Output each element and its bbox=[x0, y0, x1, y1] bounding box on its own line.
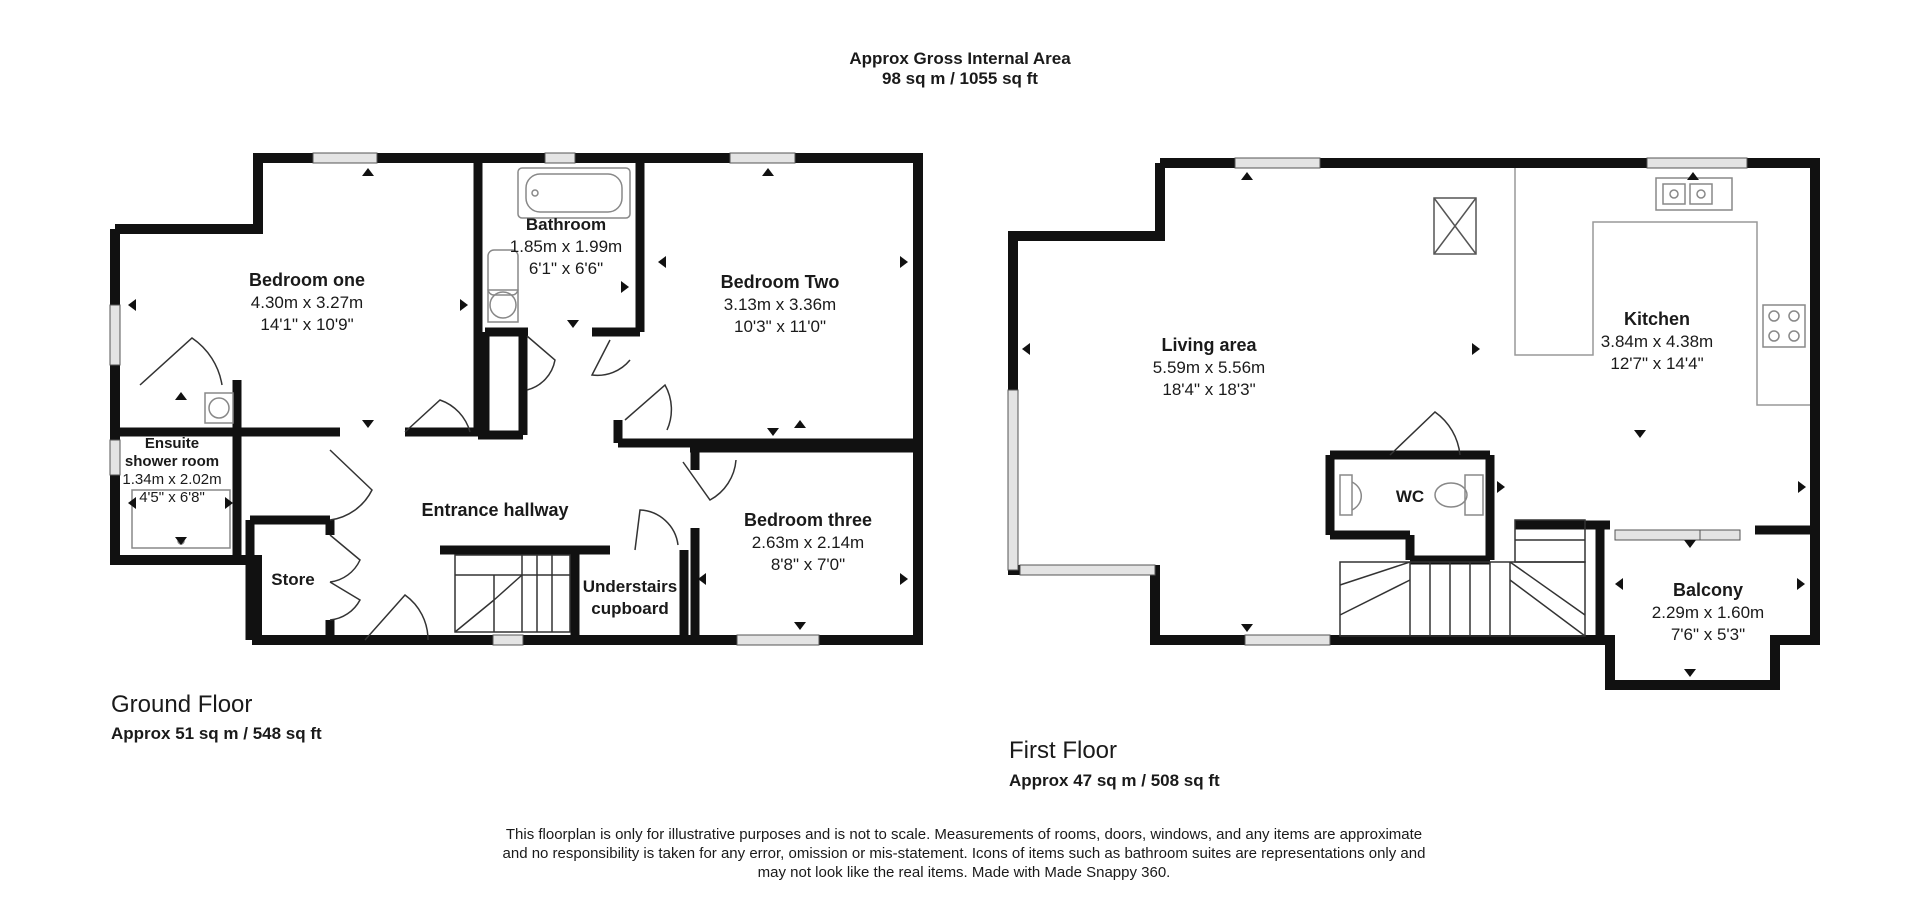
ground-floor-plan: Bedroom one 4.30m x 3.27m 14'1" x 10'9" … bbox=[109, 152, 923, 646]
ensuite-imperial: 4'5" x 6'8" bbox=[139, 489, 205, 506]
wc-name: WC bbox=[1396, 487, 1424, 506]
ground-floor-doors bbox=[139, 335, 737, 641]
first-floor-stairs bbox=[1339, 519, 1586, 637]
washbasin-icon bbox=[487, 249, 519, 323]
label-bedroom-one: Bedroom one 4.30m x 3.27m 14'1" x 10'9" bbox=[249, 270, 365, 334]
label-ensuite: Ensuite shower room 1.34m x 2.02m 4'5" x… bbox=[122, 435, 221, 506]
bedroom-three-imperial: 8'8" x 7'0" bbox=[771, 555, 845, 574]
bedroom-one-imperial: 14'1" x 10'9" bbox=[260, 315, 353, 334]
label-living-area: Living area 5.59m x 5.56m 18'4" x 18'3" bbox=[1153, 335, 1265, 399]
bathroom-metric: 1.85m x 1.99m bbox=[510, 237, 622, 256]
balcony-imperial: 7'6" x 5'3" bbox=[1671, 625, 1745, 644]
understairs-name-line1: Understairs bbox=[583, 577, 677, 596]
kitchen-counters bbox=[1514, 168, 1810, 406]
bedroom-three-name: Bedroom three bbox=[744, 510, 872, 530]
kitchen-metric: 3.84m x 4.38m bbox=[1601, 332, 1713, 351]
ground-floor-window-markers bbox=[128, 168, 908, 630]
entrance-hallway-name: Entrance hallway bbox=[421, 500, 568, 520]
first-floor-windows bbox=[1007, 157, 1748, 646]
balcony-metric: 2.29m x 1.60m bbox=[1652, 603, 1764, 622]
ensuite-metric: 1.34m x 2.02m bbox=[122, 471, 221, 488]
ground-floor-area: Approx 51 sq m / 548 sq ft bbox=[111, 724, 322, 743]
disclaimer-line2: and no responsibility is taken for any e… bbox=[503, 845, 1426, 862]
label-bedroom-three: Bedroom three 2.63m x 2.14m 8'8" x 7'0" bbox=[744, 510, 872, 574]
bedroom-three-metric: 2.63m x 2.14m bbox=[752, 533, 864, 552]
ensuite-name-line2: shower room bbox=[125, 453, 219, 470]
bedroom-one-name: Bedroom one bbox=[249, 270, 365, 290]
label-bedroom-two: Bedroom Two 3.13m x 3.36m 10'3" x 11'0" bbox=[721, 272, 840, 336]
kitchen-sink-icon bbox=[1655, 177, 1733, 211]
first-floor-outer-walls bbox=[1008, 158, 1820, 690]
bathroom-imperial: 6'1" x 6'6" bbox=[529, 259, 603, 278]
disclaimer-line3: may not look like the real items. Made w… bbox=[758, 864, 1171, 881]
living-area-name: Living area bbox=[1161, 335, 1257, 355]
label-understairs: Understairs cupboard bbox=[583, 577, 677, 618]
bedroom-two-name: Bedroom Two bbox=[721, 272, 840, 292]
ground-floor-outer-walls bbox=[110, 153, 923, 645]
disclaimer: This floorplan is only for illustrative … bbox=[503, 826, 1426, 881]
understairs-name-line2: cupboard bbox=[591, 599, 668, 618]
bathroom-name: Bathroom bbox=[526, 215, 606, 234]
balcony-name: Balcony bbox=[1673, 580, 1743, 600]
bedroom-two-metric: 3.13m x 3.36m bbox=[724, 295, 836, 314]
hob-icon bbox=[1762, 304, 1806, 348]
label-balcony: Balcony 2.29m x 1.60m 7'6" x 5'3" bbox=[1652, 580, 1764, 644]
label-bathroom: Bathroom 1.85m x 1.99m 6'1" x 6'6" bbox=[510, 215, 622, 278]
wc-toilet-icon bbox=[1434, 474, 1484, 516]
ground-floor-windows bbox=[109, 152, 820, 646]
first-floor-doors bbox=[1389, 411, 1700, 536]
first-floor-plan: Living area 5.59m x 5.56m 18'4" x 18'3" … bbox=[1007, 157, 1820, 690]
header-title: Approx Gross Internal Area bbox=[849, 49, 1071, 68]
ensuite-sink-icon bbox=[204, 392, 234, 424]
first-floor-area: Approx 47 sq m / 508 sq ft bbox=[1009, 771, 1220, 790]
ensuite-name-line1: Ensuite bbox=[145, 435, 199, 452]
bedroom-two-imperial: 10'3" x 11'0" bbox=[734, 317, 826, 336]
ground-floor-interior-walls bbox=[115, 158, 918, 640]
header-total-area: 98 sq m / 1055 sq ft bbox=[882, 69, 1038, 88]
ground-floor-stairs bbox=[454, 554, 571, 633]
kitchen-imperial: 12'7" x 14'4" bbox=[1610, 354, 1703, 373]
disclaimer-line1: This floorplan is only for illustrative … bbox=[506, 826, 1422, 843]
living-area-imperial: 18'4" x 18'3" bbox=[1162, 380, 1255, 399]
bedroom-one-metric: 4.30m x 3.27m bbox=[251, 293, 363, 312]
first-floor-window-markers bbox=[1022, 172, 1806, 677]
label-kitchen: Kitchen 3.84m x 4.38m 12'7" x 14'4" bbox=[1601, 309, 1713, 373]
ground-floor-title: Ground Floor bbox=[111, 691, 252, 718]
living-area-metric: 5.59m x 5.56m bbox=[1153, 358, 1265, 377]
bath-icon bbox=[517, 167, 631, 219]
skylight-icon bbox=[1433, 197, 1477, 255]
first-floor-interior-walls bbox=[1325, 450, 1815, 640]
store-name: Store bbox=[271, 570, 314, 589]
kitchen-name: Kitchen bbox=[1624, 309, 1690, 329]
wc-basin-icon bbox=[1339, 474, 1362, 516]
first-floor-title: First Floor bbox=[1009, 737, 1117, 764]
